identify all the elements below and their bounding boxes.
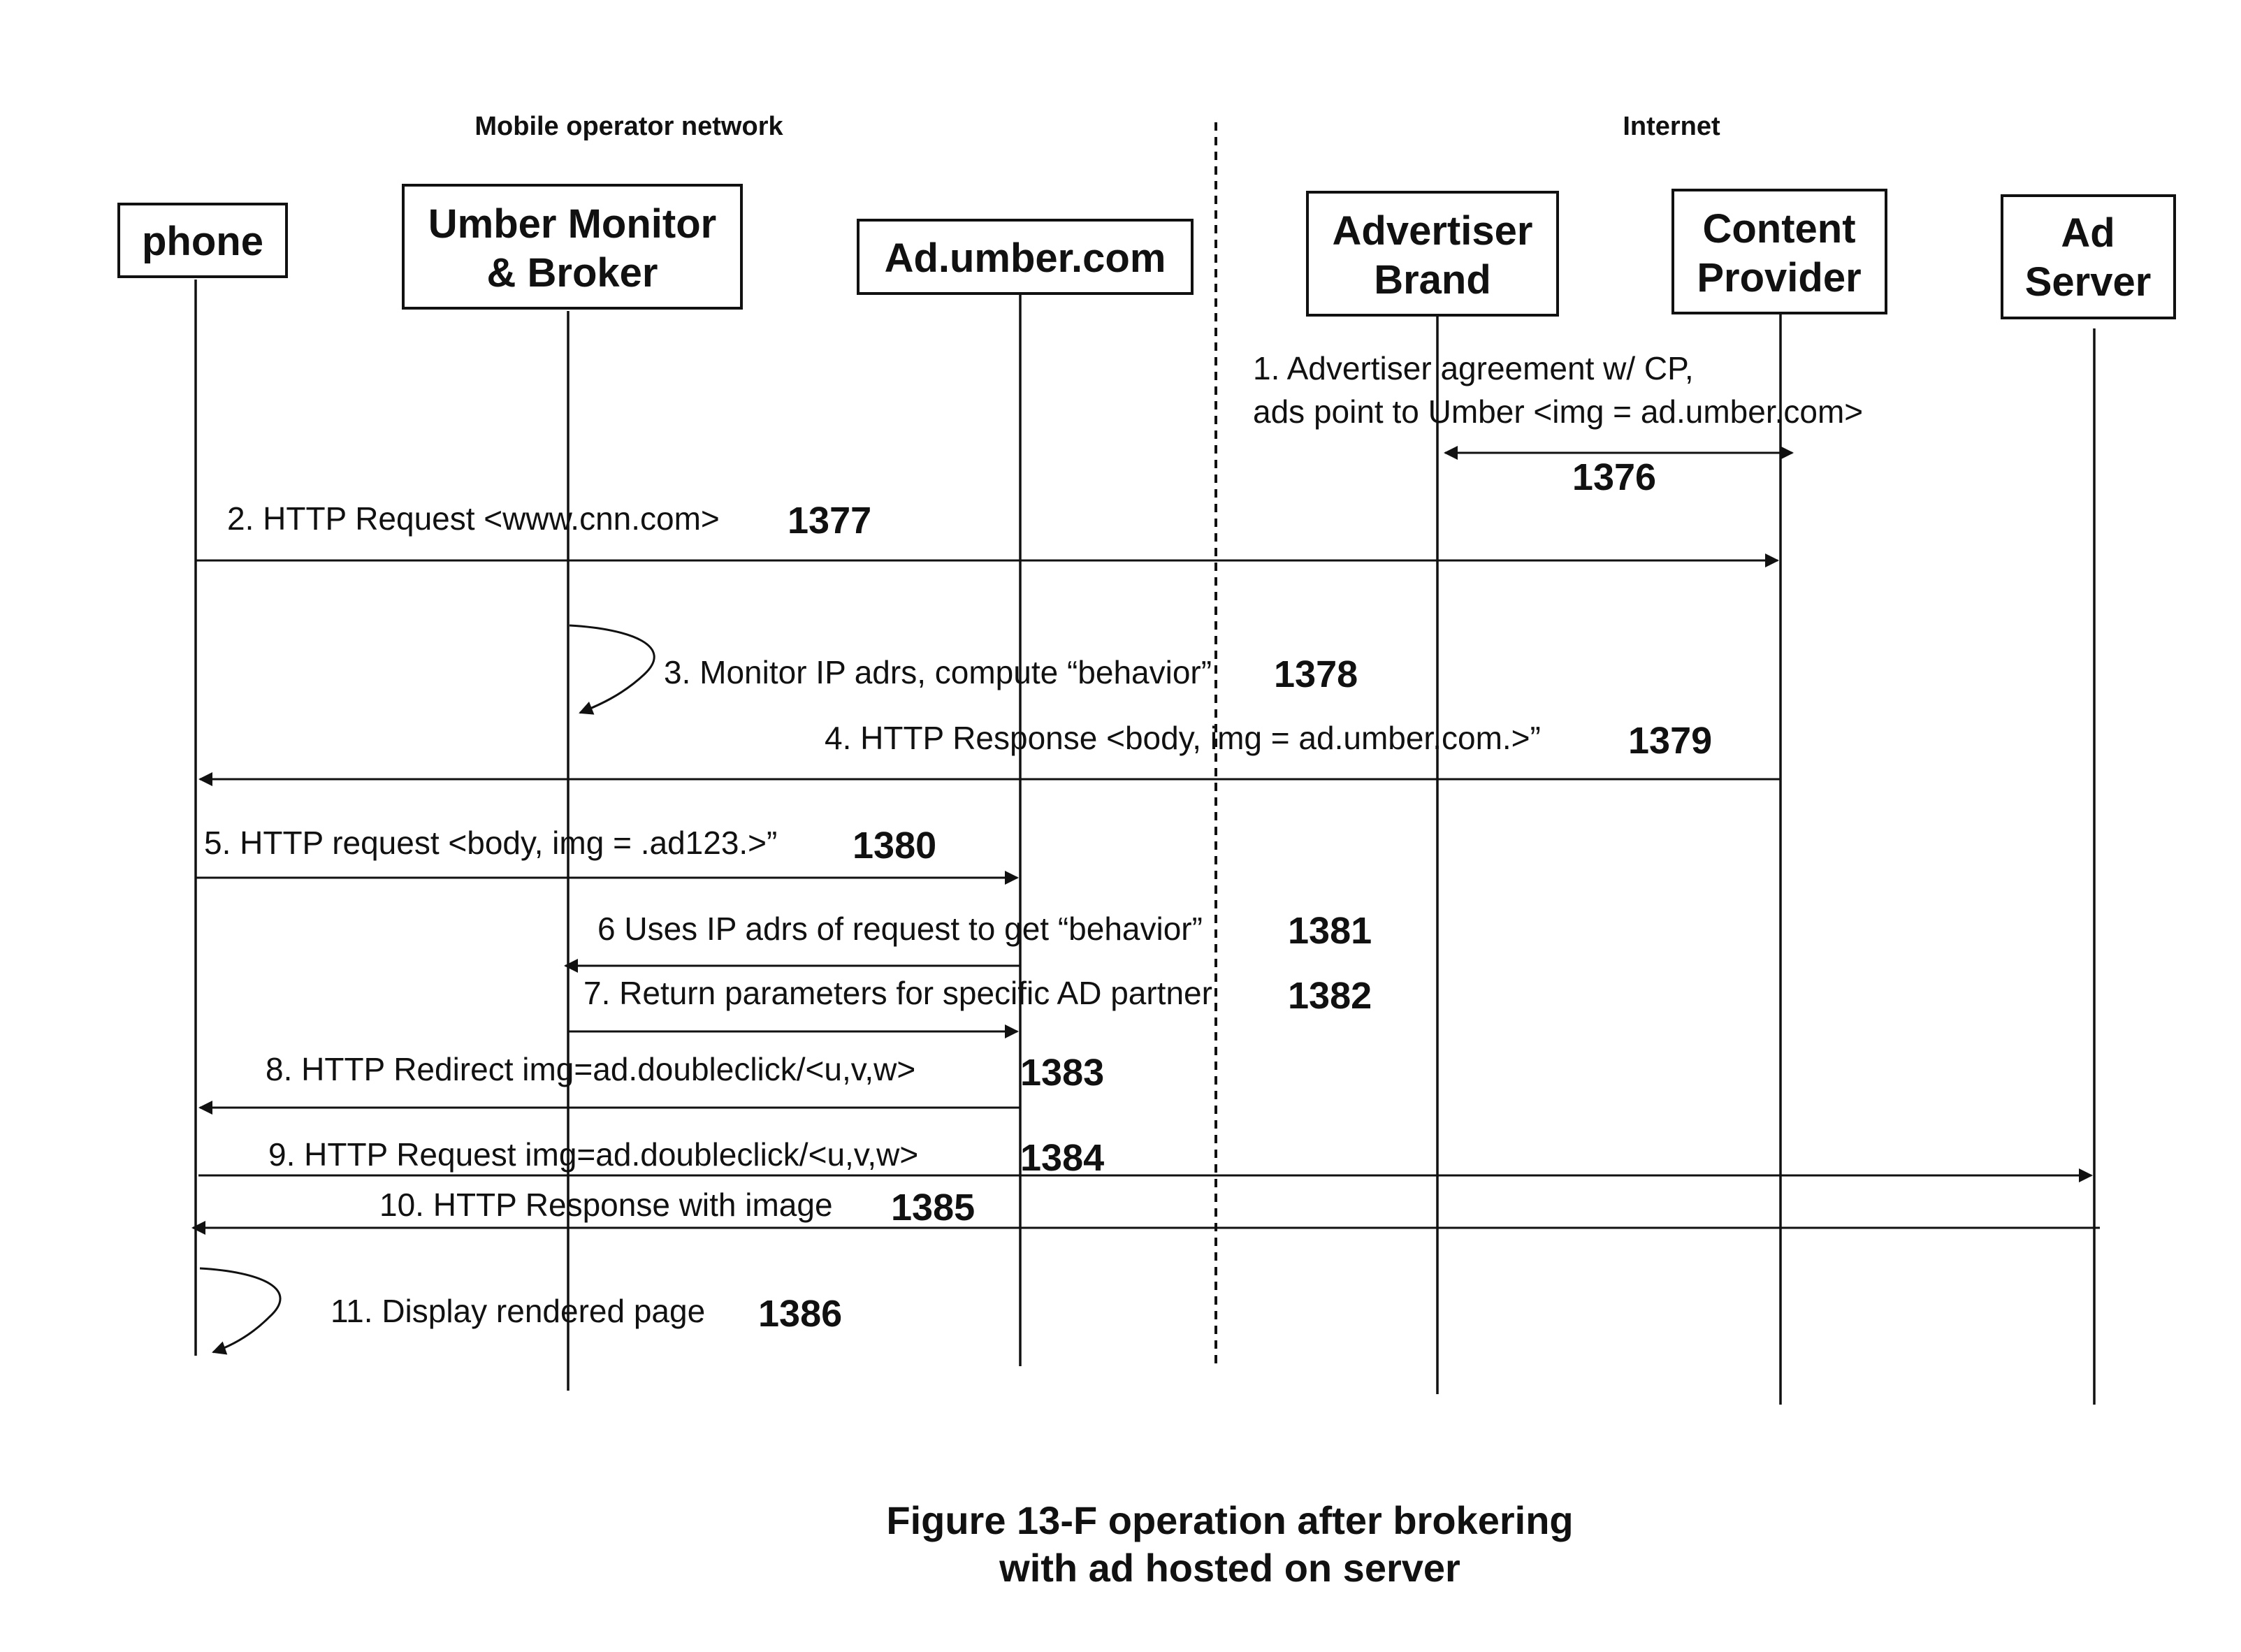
message-10: 10. HTTP Response with image 1385 bbox=[193, 1187, 2100, 1229]
message-1-ref: 1376 bbox=[1572, 456, 1656, 498]
actor-ad-umber: Ad.umber.com bbox=[858, 220, 1192, 294]
region-label-mobile-operator: Mobile operator network bbox=[474, 112, 783, 141]
figure-caption: Figure 13-F operation after brokering wi… bbox=[886, 1498, 1573, 1590]
message-9: 9. HTTP Request img=ad.doubleclick/<u,v,… bbox=[198, 1136, 2091, 1179]
message-5-label: 5. HTTP request <body, img = .ad123.>” bbox=[204, 825, 777, 861]
message-3-ref: 1378 bbox=[1274, 653, 1358, 695]
message-11-ref: 1386 bbox=[758, 1293, 842, 1335]
message-10-label: 10. HTTP Response with image bbox=[379, 1187, 833, 1223]
actor-phone: phone bbox=[119, 204, 287, 277]
actor-umber-monitor-label-1: Umber Monitor bbox=[428, 201, 716, 247]
message-1-label-2: ads point to Umber <img = ad.umber.com> bbox=[1253, 393, 1863, 430]
message-9-label: 9. HTTP Request img=ad.doubleclick/<u,v,… bbox=[268, 1136, 918, 1173]
message-1: 1. Advertiser agreement w/ CP, ads point… bbox=[1253, 350, 1863, 498]
actor-content-provider: Content Provider bbox=[1673, 190, 1886, 313]
figure-caption-line-2: with ad hosted on server bbox=[999, 1546, 1460, 1590]
message-4: 4. HTTP Response <body, img = ad.umber.c… bbox=[200, 720, 1781, 779]
message-1-label-1: 1. Advertiser agreement w/ CP, bbox=[1253, 350, 1694, 386]
message-4-label: 4. HTTP Response <body, img = ad.umber.c… bbox=[825, 720, 1541, 756]
actor-content-provider-label-1: Content bbox=[1702, 206, 1855, 252]
message-9-ref: 1384 bbox=[1020, 1137, 1104, 1179]
message-10-ref: 1385 bbox=[891, 1187, 975, 1229]
message-6: 6 Uses IP adrs of request to get “behavi… bbox=[565, 910, 1372, 966]
message-8-label: 8. HTTP Redirect img=ad.doubleclick/<u,v… bbox=[266, 1051, 915, 1087]
actor-ad-server-label-2: Server bbox=[2025, 259, 2152, 305]
figure-caption-line-1: Figure 13-F operation after brokering bbox=[886, 1498, 1573, 1542]
message-7: 7. Return parameters for specific AD par… bbox=[568, 975, 1372, 1031]
actor-umber-monitor: Umber Monitor & Broker bbox=[403, 185, 741, 308]
region-label-internet: Internet bbox=[1623, 112, 1720, 141]
message-2-label: 2. HTTP Request <www.cnn.com> bbox=[227, 500, 720, 537]
actor-ad-umber-label: Ad.umber.com bbox=[885, 236, 1166, 281]
message-8-ref: 1383 bbox=[1020, 1052, 1104, 1094]
message-4-ref: 1379 bbox=[1628, 720, 1712, 762]
message-11-label: 11. Display rendered page bbox=[331, 1293, 705, 1329]
actor-umber-monitor-label-2: & Broker bbox=[487, 250, 658, 296]
actor-ad-server-label-1: Ad bbox=[2061, 210, 2115, 256]
message-11: 11. Display rendered page 1386 bbox=[200, 1268, 842, 1352]
message-7-ref: 1382 bbox=[1288, 975, 1372, 1017]
message-3-label: 3. Monitor IP adrs, compute “behavior” bbox=[664, 654, 1212, 690]
message-3: 3. Monitor IP adrs, compute “behavior” 1… bbox=[570, 625, 1358, 713]
actor-phone-label: phone bbox=[142, 219, 263, 264]
actor-advertiser-brand: Advertiser Brand bbox=[1307, 192, 1558, 315]
message-2-ref: 1377 bbox=[788, 500, 871, 542]
actor-ad-server: Ad Server bbox=[2002, 196, 2175, 318]
message-5: 5. HTTP request <body, img = .ad123.>” 1… bbox=[196, 825, 1017, 878]
message-6-label: 6 Uses IP adrs of request to get “behavi… bbox=[597, 911, 1203, 947]
message-6-ref: 1381 bbox=[1288, 910, 1372, 952]
actor-advertiser-label-1: Advertiser bbox=[1333, 208, 1533, 254]
actor-advertiser-label-2: Brand bbox=[1374, 257, 1491, 303]
message-2: 2. HTTP Request <www.cnn.com> 1377 bbox=[196, 500, 1778, 560]
message-7-label: 7. Return parameters for specific AD par… bbox=[583, 975, 1212, 1011]
actor-content-provider-label-2: Provider bbox=[1697, 255, 1861, 300]
message-8: 8. HTTP Redirect img=ad.doubleclick/<u,v… bbox=[200, 1051, 1104, 1108]
message-5-ref: 1380 bbox=[853, 825, 936, 867]
